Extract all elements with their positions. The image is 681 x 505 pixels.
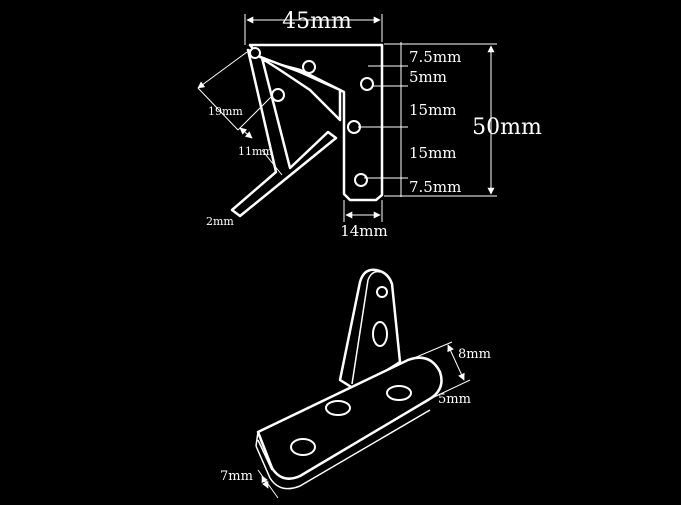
height-label: 50mm bbox=[472, 115, 542, 140]
pivot-hole-icon bbox=[376, 286, 388, 298]
width-label: 45mm bbox=[282, 9, 352, 34]
spacing-label: 15mm bbox=[409, 101, 457, 119]
arm-width-label: 11mm bbox=[238, 145, 273, 158]
spacing-label: 7.5mm bbox=[409, 178, 461, 196]
bottom-width-label: 14mm bbox=[340, 222, 388, 240]
arm-thickness-label: 2mm bbox=[206, 215, 234, 228]
arm-offset-label: 19mm bbox=[208, 105, 243, 118]
iso-hole-label: 5mm bbox=[438, 392, 471, 407]
spacing-label: 15mm bbox=[409, 144, 457, 162]
spacing-label: 5mm bbox=[409, 68, 447, 86]
slot-icon bbox=[372, 321, 388, 347]
iso-edge-label: 7mm bbox=[220, 469, 253, 484]
hole-icon bbox=[325, 400, 351, 416]
hole-icon bbox=[271, 88, 285, 102]
spacing-label: 7.5mm bbox=[409, 48, 461, 66]
pivot-hole-icon bbox=[249, 47, 261, 59]
iso-view: 8mm 5mm 7mm bbox=[220, 268, 491, 499]
hole-icon bbox=[386, 385, 412, 401]
hole-icon bbox=[354, 173, 368, 187]
top-view: 45mm 50mm 7.5mm 5mm 15mm 15mm 7.5mm 14mm… bbox=[197, 9, 542, 240]
inner-lever bbox=[256, 54, 342, 122]
iso-width-label: 8mm bbox=[458, 347, 491, 362]
hole-icon bbox=[290, 438, 316, 456]
hole-icon bbox=[302, 60, 316, 74]
hole-icon bbox=[360, 77, 374, 91]
